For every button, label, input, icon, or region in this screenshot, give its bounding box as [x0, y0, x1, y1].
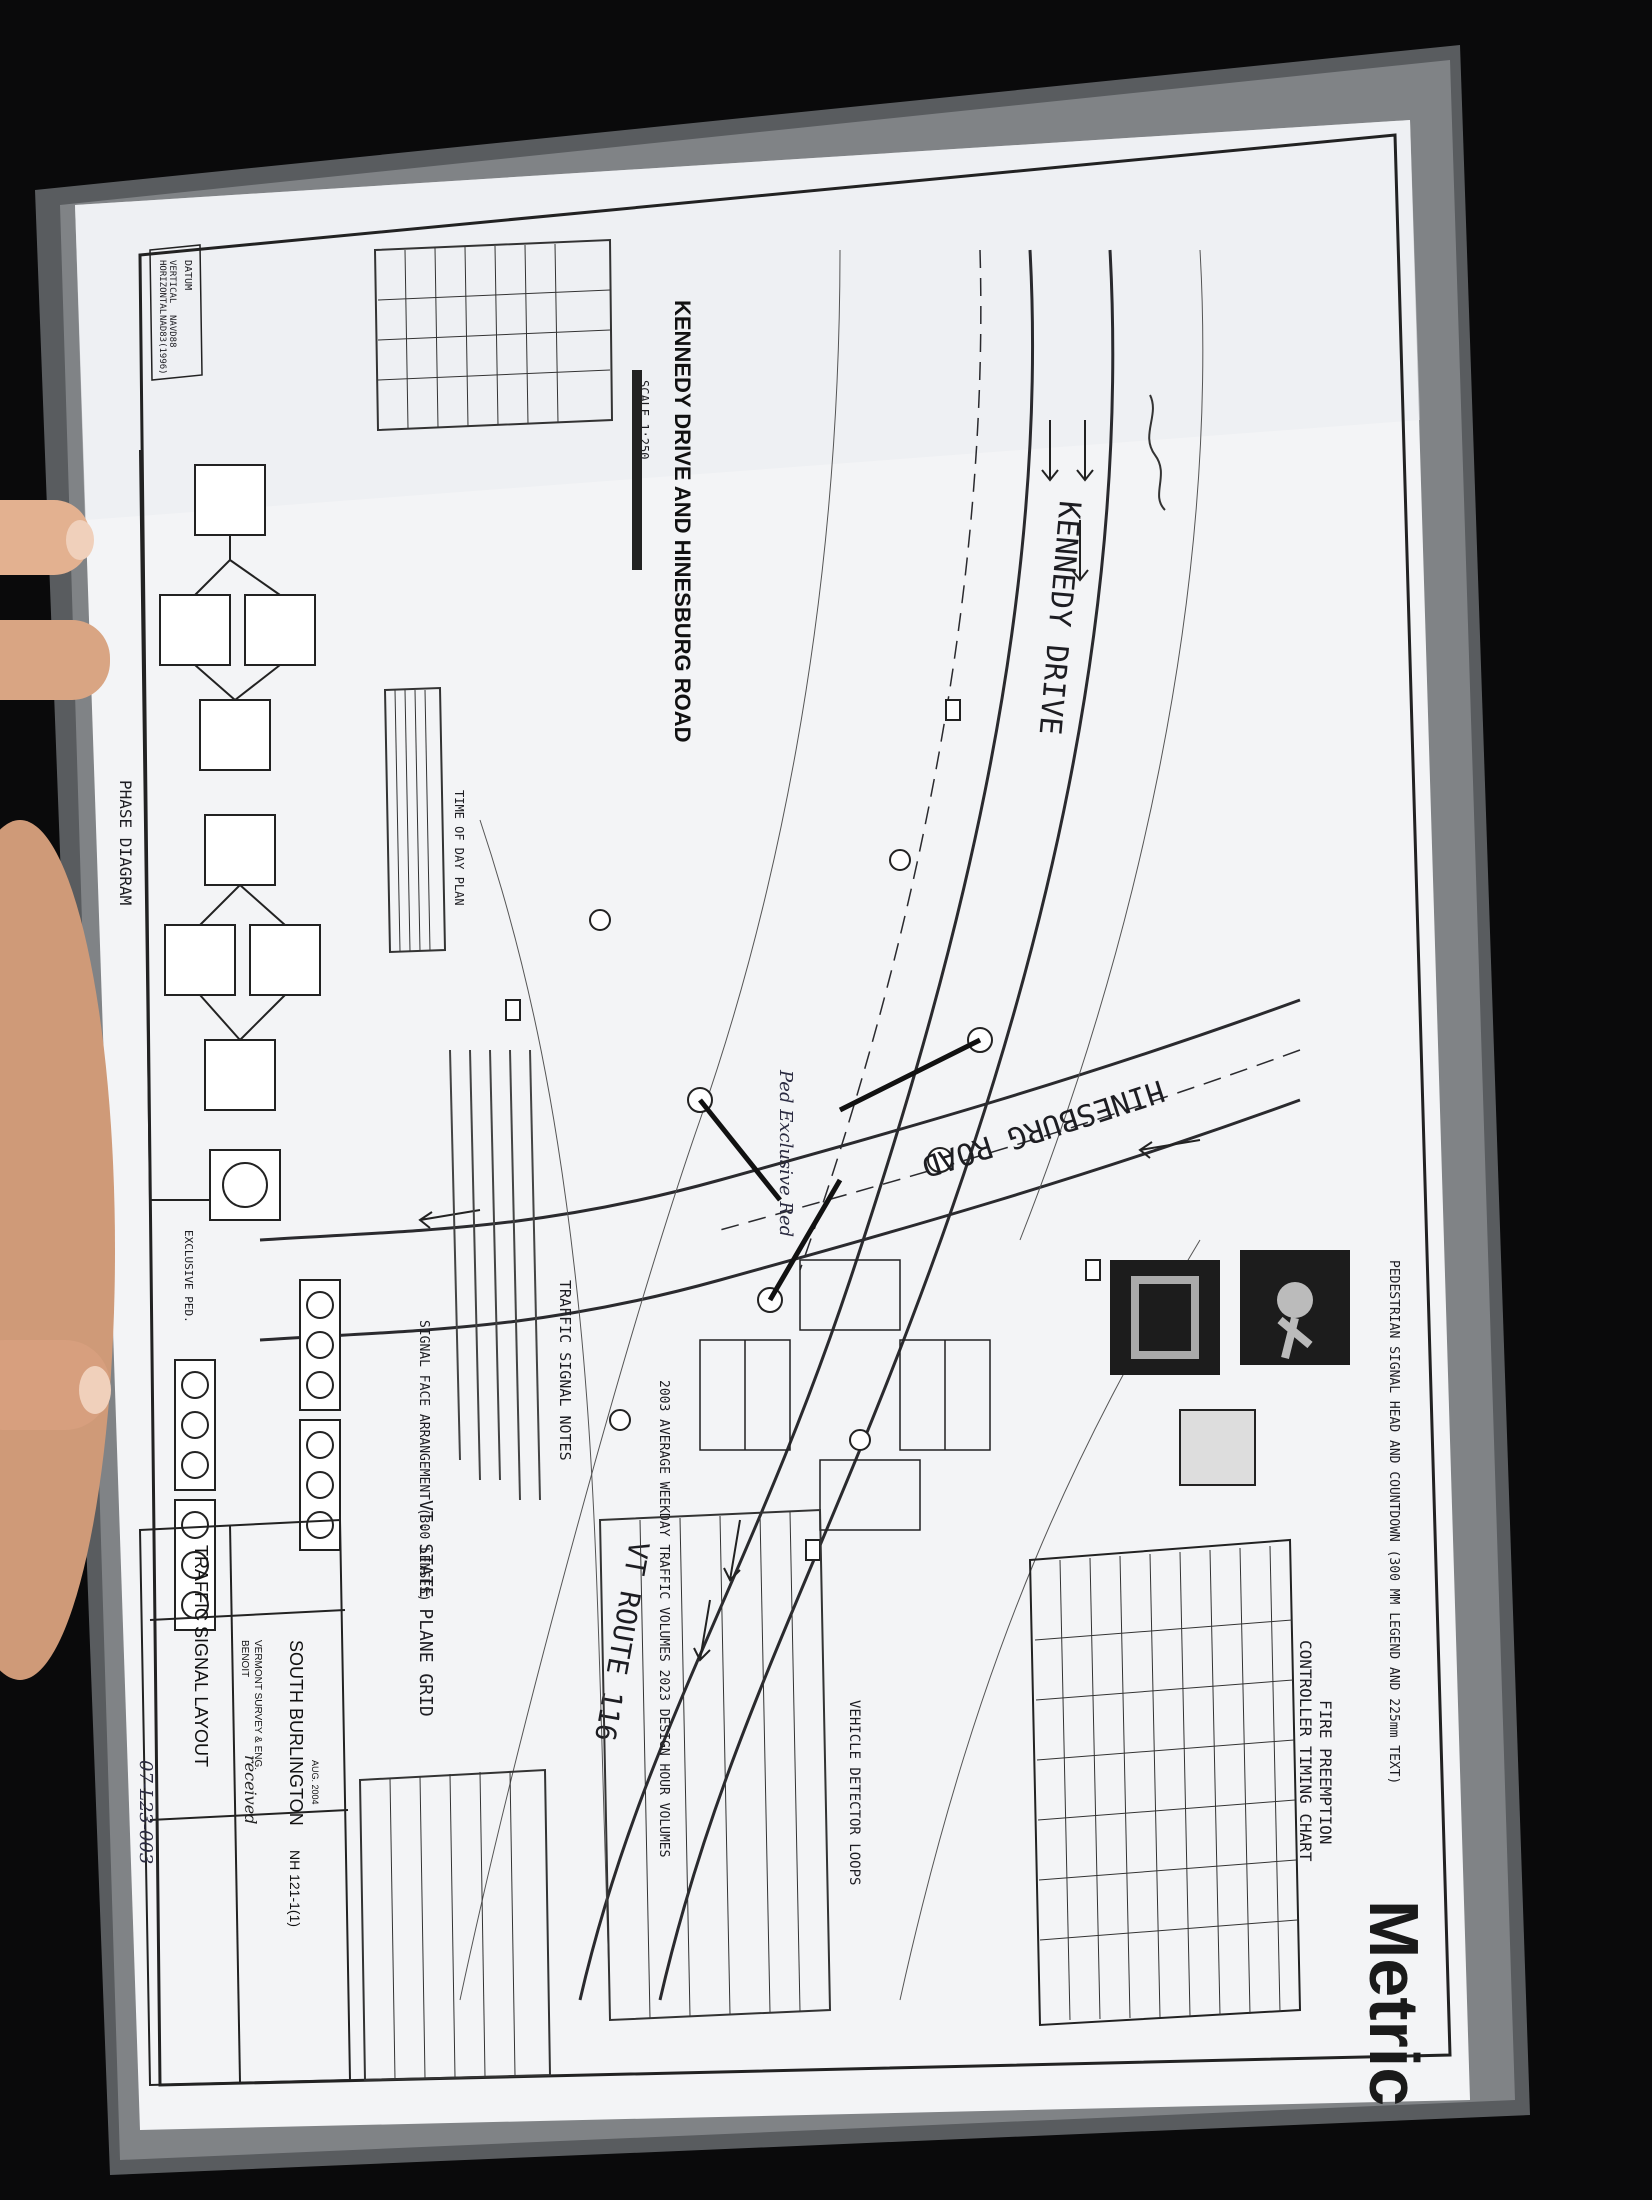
prepared-date: AUG. 2004 [310, 1760, 320, 1805]
controller-chart-title: CONTROLLER TIMING CHART [1296, 1640, 1315, 1862]
project-name: SOUTH BURLINGTON [286, 1640, 306, 1826]
phase-diagram-title: PHASE DIAGRAM [116, 780, 135, 905]
volumes-label: 2003 AVERAGE WEEKDAY TRAFFIC VOLUMES 202… [656, 1380, 671, 1857]
pedestrian-signal-label: PEDESTRIAN SIGNAL HEAD AND COUNTDOWN (30… [1386, 1260, 1401, 1784]
signal-poles [505, 699, 1101, 1561]
time-of-day-table: TIME OF DAY PLAN [383, 686, 466, 954]
traffic-volume-diagram: 2003 AVERAGE WEEKDAY TRAFFIC VOLUMES 202… [656, 1259, 991, 1857]
controller-timing-panel: FIRE PREEMPTION CONTROLLER TIMING CHART … [1028, 1538, 1433, 2106]
project-number: NH 121-1(1) [287, 1850, 303, 1927]
phase-diagram: PHASE DIAGRAM EXCLUSIVE PED. [116, 449, 321, 1323]
traffic-signal-notes-title: TRAFFIC SIGNAL NOTES [556, 1280, 574, 1461]
handwritten-note: Ped Exclusive Red [775, 1069, 796, 1237]
state-grid-label: VT. STATE PLANE GRID [415, 1500, 436, 1717]
vertical-label: VERTICAL [167, 260, 177, 303]
vehicle-detector-title: VEHICLE DETECTOR LOOPS [846, 1700, 862, 1885]
mast-arms [698, 1037, 982, 1302]
title-block: TRAFFIC SIGNAL LAYOUT SOUTH BURLINGTON N… [138, 1518, 352, 2087]
traffic-signal-notes: TRAFFIC SIGNAL NOTES [449, 1049, 574, 1501]
metric-logo: Metric [1355, 1900, 1433, 2106]
drawing-paper [75, 120, 1470, 2130]
hand [0, 500, 115, 1680]
legend-table [358, 1768, 552, 2082]
vehicle-detector-table: VEHICLE DETECTOR LOOPS [598, 1508, 862, 2022]
horizontal-label: HORIZONTAL [157, 260, 167, 314]
squad-leader: BENOIT [239, 1640, 250, 1677]
navd-label: NAVD88 [167, 315, 177, 348]
handwritten-ref: 07-L23-003 [135, 1760, 156, 1864]
signal-face-arrangement: SIGNAL FACE ARRANGEMENT (300 LENSES) [174, 1279, 431, 1631]
plan-title: KENNEDY DRIVE AND HINESBURG ROAD [670, 300, 695, 743]
datum-block: DATUM VERTICAL HORIZONTAL NAVD88 NAD83(1… [149, 244, 203, 381]
road-network [259, 249, 1301, 2001]
fire-preemption-title: FIRE PREEMPTION [1316, 1700, 1335, 1845]
pedestrian-signal-heads: PEDESTRIAN SIGNAL HEAD AND COUNTDOWN (30… [1110, 1250, 1401, 1784]
surveyed-by: VERMONT SURVEY & ENG. [252, 1640, 263, 1770]
coordination-table: KENNEDY DRIVE AND HINESBURG ROAD SCALE 1… [373, 238, 695, 743]
exclusive-ped-label: EXCLUSIVE PED. [182, 1230, 195, 1323]
nad-label: NAD83(1996) [157, 315, 167, 375]
lane-arrows [418, 420, 1201, 1662]
signal-face-title: SIGNAL FACE ARRANGEMENT (300 LENSES) [416, 1320, 431, 1602]
received-stamp: received [241, 1755, 260, 1824]
datum-label: DATUM [182, 260, 193, 290]
drawing-name: TRAFFIC SIGNAL LAYOUT [191, 1545, 211, 1767]
time-of-day-title: TIME OF DAY PLAN [452, 790, 466, 906]
